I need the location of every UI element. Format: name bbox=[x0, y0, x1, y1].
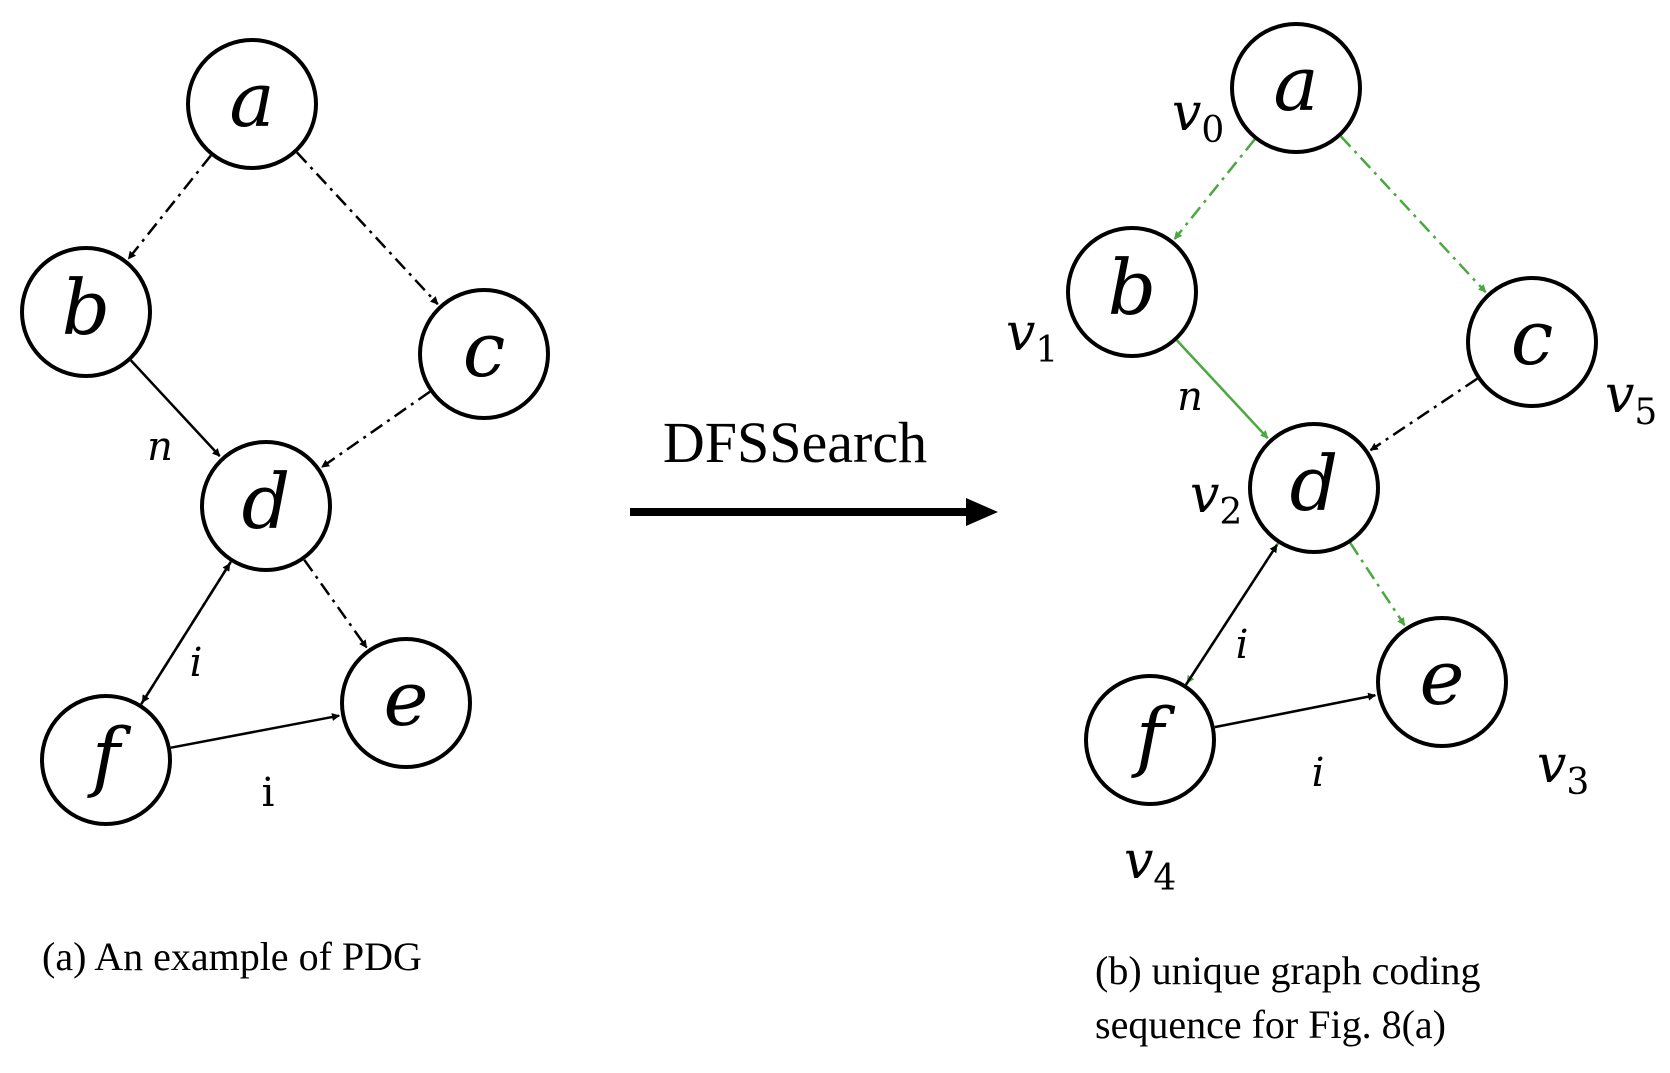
edge-c-d bbox=[1369, 377, 1478, 452]
edge-label-f-e: i bbox=[262, 770, 275, 816]
graph-a-edges bbox=[127, 151, 439, 749]
node-f-circle bbox=[40, 694, 172, 826]
edge-label-f-e: i bbox=[1312, 750, 1325, 796]
edge-label-f-d: i bbox=[190, 640, 203, 686]
node-d-circle bbox=[1248, 422, 1380, 554]
node-d-label: d bbox=[242, 457, 291, 546]
dfssearch-label: DFSSearch bbox=[663, 410, 927, 475]
node-c-label: c bbox=[463, 305, 506, 394]
dfssearch-arrow-head bbox=[966, 498, 998, 526]
vertex-label-b: v1 bbox=[1006, 303, 1058, 371]
node-b-label: b bbox=[1108, 243, 1157, 332]
graph-b-edge-labels: n i i bbox=[1177, 374, 1324, 796]
edge-c-d bbox=[321, 390, 431, 469]
node-d-circle bbox=[200, 440, 332, 572]
node-b-label: b bbox=[62, 263, 111, 352]
node-c-circle bbox=[418, 288, 550, 420]
graph-b-vertex-labels: v0 v1 v5 v2 v3 v4 bbox=[1006, 83, 1657, 899]
vertex-label-c: v5 bbox=[1605, 365, 1657, 433]
node-a-circle bbox=[1230, 22, 1362, 154]
node-a-circle bbox=[186, 38, 318, 170]
edge-b-d bbox=[1175, 339, 1269, 440]
node-c-circle bbox=[1466, 276, 1598, 408]
vertex-label-f: v4 bbox=[1124, 831, 1176, 899]
node-a-label: a bbox=[229, 55, 274, 144]
graph-b-edges bbox=[1173, 135, 1487, 729]
edge-f-d bbox=[140, 562, 231, 705]
edge-f-e bbox=[170, 713, 340, 749]
edge-f-e bbox=[1214, 692, 1377, 729]
edge-f-d bbox=[1184, 544, 1278, 686]
node-e-circle bbox=[1376, 616, 1508, 748]
caption-b-line1: (b) unique graph coding bbox=[1095, 948, 1480, 993]
node-e-label: e bbox=[384, 654, 429, 743]
node-d-label: d bbox=[1290, 439, 1339, 528]
node-b-circle bbox=[1066, 226, 1198, 358]
edge-label-b-d: n bbox=[1177, 374, 1203, 420]
caption-b-line2: sequence for Fig. 8(a) bbox=[1095, 1002, 1446, 1047]
caption-a: (a) An example of PDG bbox=[42, 934, 422, 979]
edge-label-f-d: i bbox=[1236, 622, 1249, 668]
vertex-label-d: v2 bbox=[1190, 465, 1242, 533]
vertex-label-a: v0 bbox=[1172, 83, 1224, 151]
graph-a-edge-labels: n i i bbox=[147, 424, 274, 816]
edge-a-c bbox=[295, 151, 439, 306]
node-f-circle bbox=[1084, 674, 1216, 806]
edge-d-e bbox=[303, 559, 368, 649]
edge-a-b bbox=[1173, 138, 1256, 240]
edge-b-d bbox=[129, 359, 221, 458]
node-e-circle bbox=[340, 637, 472, 769]
edge-d-e bbox=[1349, 542, 1406, 626]
node-c-label: c bbox=[1511, 293, 1554, 382]
vertex-label-e: v3 bbox=[1537, 735, 1589, 803]
edge-label-b-d: n bbox=[147, 424, 173, 470]
node-b-circle bbox=[20, 246, 152, 378]
edge-a-b bbox=[127, 154, 212, 260]
node-a-label: a bbox=[1273, 39, 1318, 128]
edge-a-c bbox=[1340, 135, 1487, 294]
node-e-label: e bbox=[1420, 633, 1465, 722]
